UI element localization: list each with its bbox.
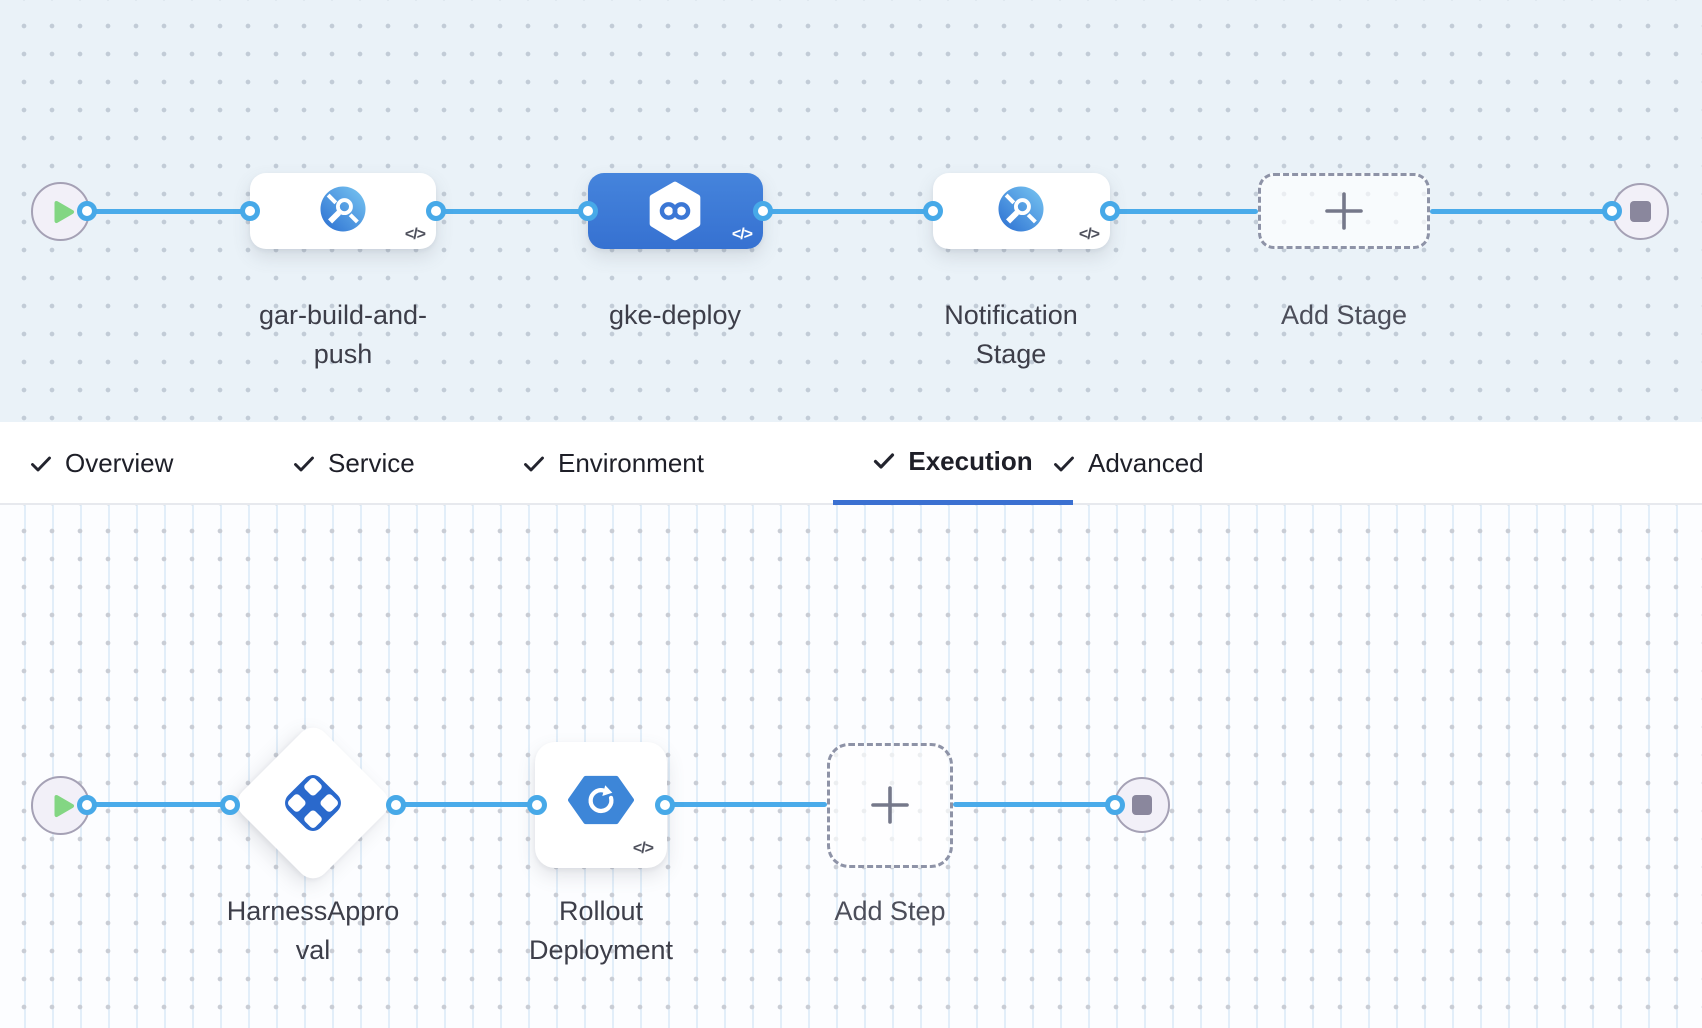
step-yaml-toggle-icon[interactable]: </> xyxy=(632,840,654,857)
play-icon xyxy=(54,795,74,817)
connector-port[interactable] xyxy=(1602,201,1622,221)
tab-service[interactable]: Service xyxy=(293,422,415,505)
step-label: HarnessApproval xyxy=(226,896,400,965)
check-icon xyxy=(31,456,51,471)
stage-yaml-toggle-icon[interactable]: </> xyxy=(1078,226,1100,243)
stop-icon xyxy=(1132,795,1152,815)
connector-port[interactable] xyxy=(220,795,240,815)
check-icon xyxy=(874,453,895,469)
stage-label: gke-deploy xyxy=(608,300,742,330)
stage-label: gar-build-and-push xyxy=(258,300,428,369)
connector-port[interactable] xyxy=(655,795,675,815)
tab-label: Advanced xyxy=(1088,448,1204,478)
add-stage-button[interactable] xyxy=(1258,173,1430,249)
connector-port[interactable] xyxy=(527,795,547,815)
tab-advanced[interactable]: Advanced xyxy=(1053,422,1204,505)
tab-label: Execution xyxy=(908,445,1033,476)
tab-label: Service xyxy=(328,448,415,478)
connector-port[interactable] xyxy=(578,201,598,221)
play-icon xyxy=(54,201,74,223)
step-label: Rollout Deployment xyxy=(528,896,674,965)
connector-port[interactable] xyxy=(1100,201,1120,221)
connector-line xyxy=(763,209,933,214)
tab-label: Environment xyxy=(558,448,704,478)
stage-yaml-toggle-icon[interactable]: </> xyxy=(404,226,426,243)
cd-hexagon-infinity-icon xyxy=(649,181,701,241)
connector-line xyxy=(87,209,250,214)
add-step-label: Add Step xyxy=(834,896,946,926)
check-icon xyxy=(1054,456,1074,471)
connector-port[interactable] xyxy=(923,201,943,221)
artifact-registry-search-icon xyxy=(320,186,366,232)
rollout-hexagon-refresh-icon xyxy=(568,775,634,825)
connector-port[interactable] xyxy=(77,795,97,815)
stage-node-notification-stage[interactable]: </> xyxy=(933,173,1110,249)
stage-config-tab-bar: Overview Service Environment Execution A… xyxy=(0,422,1702,505)
check-icon xyxy=(294,456,314,471)
connector-port[interactable] xyxy=(77,201,97,221)
connector-line xyxy=(1110,209,1258,214)
connector-line xyxy=(953,802,1115,807)
stage-graph-canvas: </> </> </> xyxy=(0,0,1702,423)
stage-label: Notification Stage xyxy=(944,300,1078,369)
tab-overview[interactable]: Overview xyxy=(30,422,173,505)
connector-port[interactable] xyxy=(386,795,406,815)
tab-environment[interactable]: Environment xyxy=(523,422,704,505)
connector-line xyxy=(87,802,230,807)
connector-line xyxy=(1430,209,1612,214)
connector-line xyxy=(436,209,588,214)
tab-execution[interactable]: Execution xyxy=(833,422,1073,505)
stage-yaml-toggle-icon[interactable]: </> xyxy=(731,226,753,243)
add-stage-label: Add Stage xyxy=(1280,300,1408,330)
tab-label: Overview xyxy=(65,448,174,478)
stop-icon xyxy=(1630,201,1651,222)
add-step-button[interactable] xyxy=(827,743,953,868)
connector-line xyxy=(396,802,537,807)
artifact-registry-search-icon xyxy=(998,186,1044,232)
connector-port[interactable] xyxy=(753,201,773,221)
approval-diamond-checker-icon xyxy=(285,775,341,831)
connector-port[interactable] xyxy=(240,201,260,221)
connector-port[interactable] xyxy=(426,201,446,221)
connector-line xyxy=(665,802,827,807)
connector-port[interactable] xyxy=(1105,795,1125,815)
check-icon xyxy=(524,456,544,471)
